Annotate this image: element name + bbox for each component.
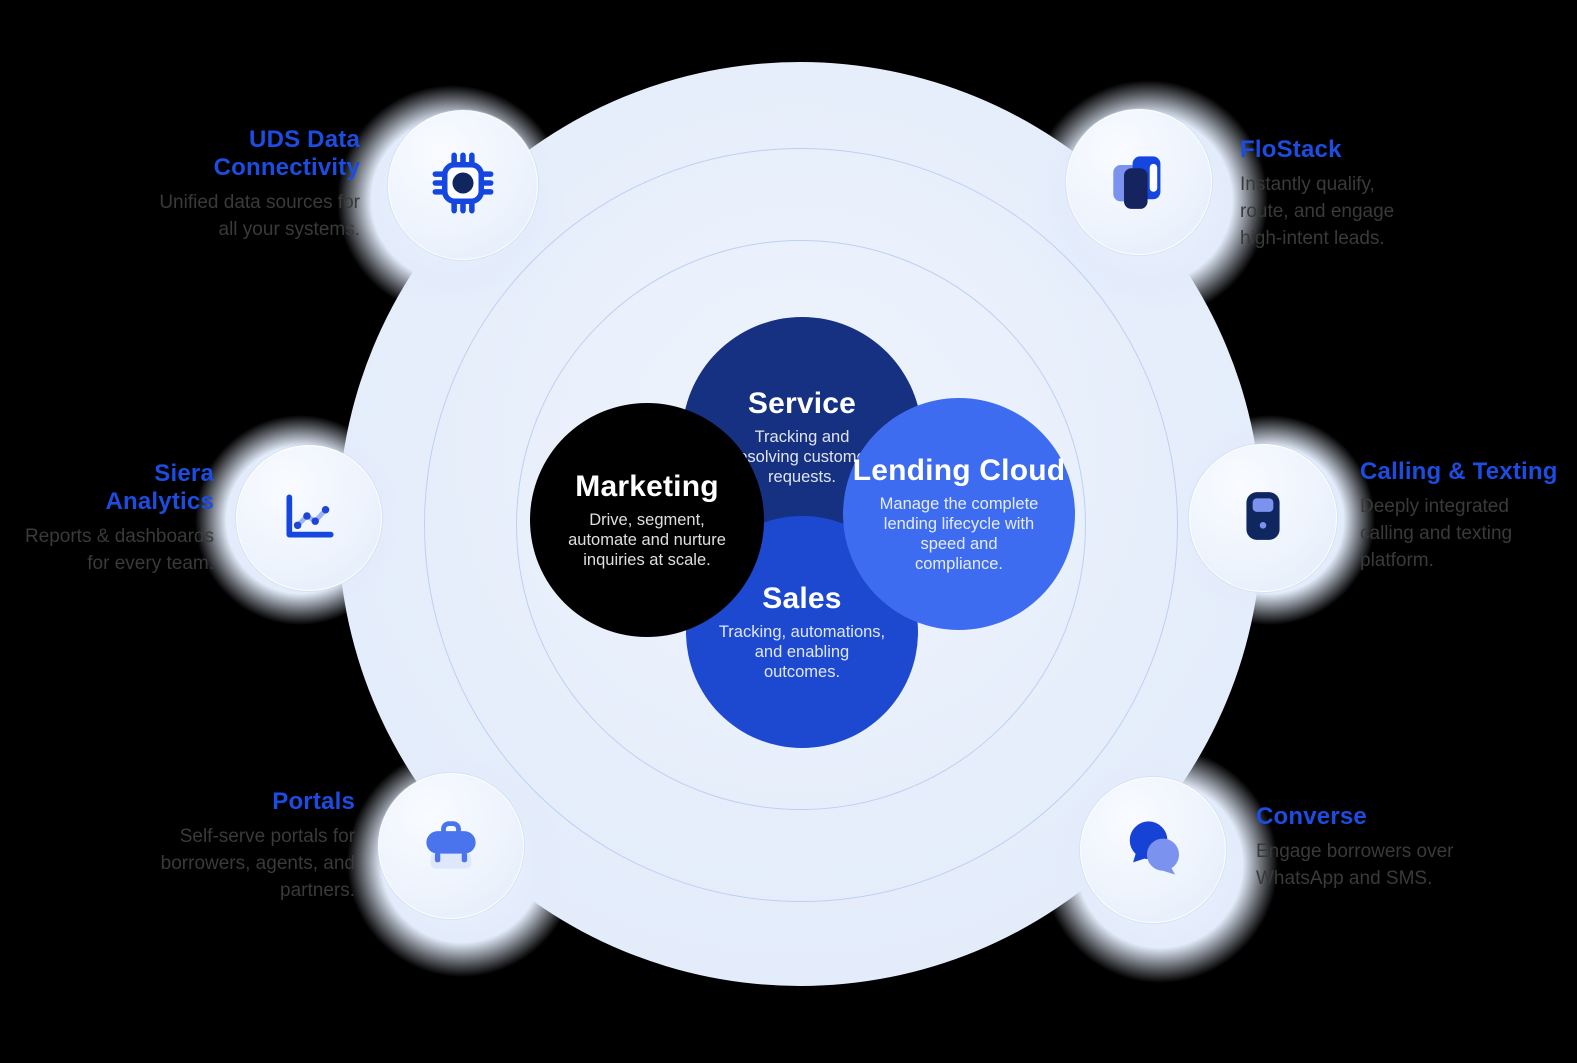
uds-title: UDS Data Connectivity [213, 126, 360, 181]
flostack-label: FloStack Instantly qualify, route, and e… [1240, 136, 1510, 252]
phone-icon [1234, 487, 1292, 550]
lending-cloud-title: Lending Cloud [852, 454, 1066, 487]
sales-title: Sales [762, 582, 842, 615]
calling-texting-label: Calling & Texting Deeply integrated call… [1360, 458, 1577, 574]
uds-satellite-circle [388, 110, 538, 260]
flostack-satellite-circle [1066, 109, 1212, 255]
siera-analytics-description: Reports & dashboards for every team. [24, 526, 214, 574]
orbit-ring-outer [424, 148, 1178, 902]
marketing-title: Marketing [575, 470, 719, 503]
converse-title: Converse [1256, 803, 1367, 830]
service-description: Tracking and resolving customer requests… [732, 428, 872, 486]
flostack-tiles-icon [1109, 150, 1169, 215]
portals-label: Portals Self-serve portals for borrowers… [85, 788, 355, 904]
siera-analytics-title: Siera Analytics [105, 460, 214, 515]
siera-analytics-label: Siera Analytics Reports & dashboards for… [0, 460, 214, 577]
flostack-description: Instantly qualify, route, and engage hig… [1240, 174, 1395, 249]
service-title: Service [747, 387, 857, 420]
orbit-ring-inner [516, 240, 1086, 810]
converse-description: Engage borrowers over WhatsApp and SMS. [1256, 841, 1454, 889]
flostack-title: FloStack [1240, 136, 1342, 163]
converse-label: Converse Engage borrowers over WhatsApp … [1256, 803, 1546, 892]
calling-texting-description: Deeply integrated calling and texting pl… [1360, 496, 1513, 571]
portals-title: Portals [272, 788, 355, 815]
sales-description: Tracking, automations, and enabling outc… [718, 623, 886, 681]
portals-description: Self-serve portals for borrowers, agents… [160, 826, 355, 901]
chat-bubbles-icon [1122, 817, 1184, 884]
marketing-circle: Marketing Drive, segment, automate and n… [530, 403, 764, 637]
lending-cloud-description: Manage the complete lending lifecycle wi… [879, 495, 1039, 573]
uds-description: Unified data sources for all your system… [159, 192, 360, 240]
uds-label: UDS Data Connectivity Unified data sourc… [90, 126, 360, 243]
briefcase-icon [421, 814, 481, 879]
chip-icon [432, 152, 494, 219]
marketing-description: Drive, segment, automate and nurture inq… [568, 511, 726, 569]
chat-satellite-circle [1080, 777, 1226, 923]
line-chart-icon [280, 487, 338, 550]
calling-texting-title: Calling & Texting [1360, 458, 1558, 485]
calling-satellite-circle [1189, 444, 1337, 592]
siera-satellite-circle [236, 445, 382, 591]
portals-satellite-circle [378, 773, 524, 919]
lending-cloud-circle: Lending Cloud Manage the complete lendin… [843, 398, 1075, 630]
